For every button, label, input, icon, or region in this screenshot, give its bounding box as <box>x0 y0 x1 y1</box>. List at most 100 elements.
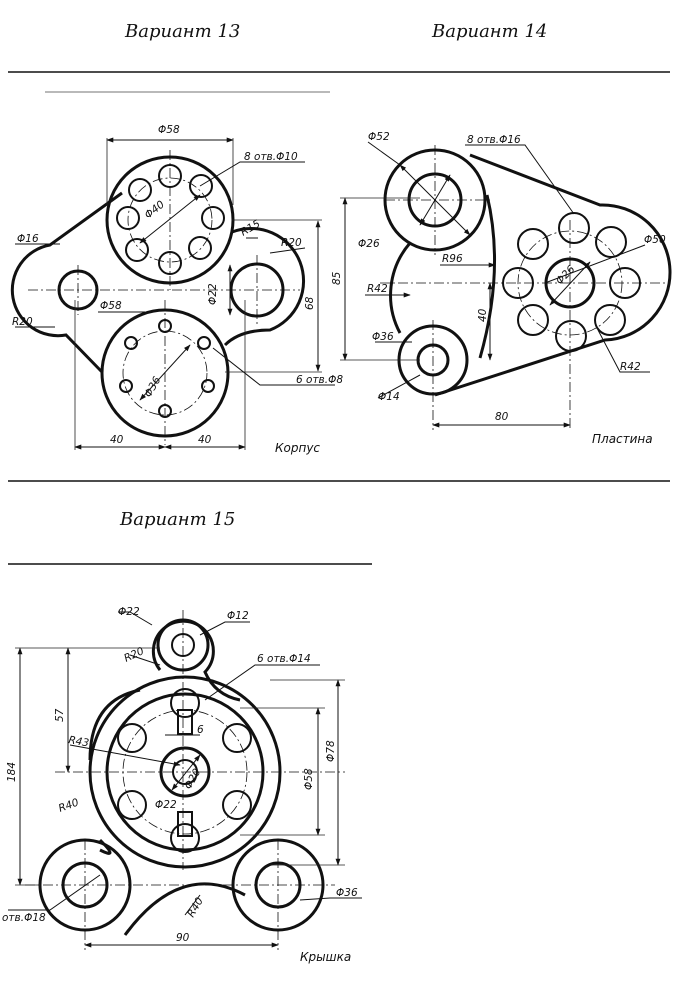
v13-leader-r20 <box>269 247 306 254</box>
v14-leader-holes16 <box>465 144 575 215</box>
v14-outline <box>434 153 672 397</box>
v15-label-d36: Φ36 <box>336 887 358 899</box>
v14-hole <box>517 228 549 260</box>
variant-14-title: Вариант 14 <box>431 21 547 42</box>
v15-slots <box>117 688 252 853</box>
v14-label-r42: R42 <box>367 283 388 295</box>
v13-hole <box>189 174 213 198</box>
v15-top-boss <box>156 618 210 672</box>
v15-slot <box>117 723 147 753</box>
v15-slot-neck <box>177 709 193 735</box>
v15-leader-holes14 <box>204 664 320 701</box>
v15-leader-d36 <box>299 897 362 901</box>
v13-hole <box>201 206 225 230</box>
v14-label-holes16: 8 отв.Φ16 <box>467 134 521 146</box>
v14-label-d50: Φ50 <box>644 234 666 246</box>
v14-dim-d26 <box>419 174 451 226</box>
variant-13-drawing: Φ58 8 отв.Φ10 Φ40 R15 R20 Φ16 Φ22 68 R20… <box>10 124 343 455</box>
v14-label-d36: Φ36 <box>372 331 394 343</box>
v13-leader-holes10 <box>199 161 305 187</box>
v14-hole <box>558 212 590 244</box>
v15-label-r40b: R40 <box>185 895 206 919</box>
v13-hole <box>158 251 182 275</box>
v15-caption: Крышка <box>300 950 351 964</box>
v14-hole <box>594 304 626 336</box>
v14-dim-d26c <box>549 261 591 306</box>
v13-label-d40: Φ40 <box>142 198 167 221</box>
v14-r96-arc <box>478 194 496 359</box>
v14-hole <box>517 304 549 336</box>
v15-label-d78: Φ78 <box>325 740 337 762</box>
v13-small-hole <box>201 379 215 393</box>
v14-label-d26c: Φ26 <box>554 263 578 287</box>
v15-slot <box>222 723 252 753</box>
v14-label-d52: Φ52 <box>368 131 390 143</box>
v13-hole <box>188 236 212 260</box>
v15-dim-d20 <box>171 754 201 791</box>
v15-leader-r40 <box>184 894 201 916</box>
v15-slot <box>222 790 252 820</box>
v15-outline <box>88 619 246 936</box>
variant-15-title: Вариант 15 <box>119 509 235 530</box>
v15-label-d22: Φ22 <box>118 606 140 618</box>
v15-label-d12: Φ12 <box>227 610 249 622</box>
v15-label-holes18: отв.Φ18 <box>2 912 46 924</box>
v13-dim-d36 <box>139 344 191 401</box>
v13-small-hole <box>124 336 138 350</box>
variant-13-title: Вариант 13 <box>124 21 240 42</box>
v15-slot <box>117 790 147 820</box>
v15-dim-r43 <box>69 744 181 767</box>
v13-label-holes8: 6 отв.Φ8 <box>296 374 343 386</box>
v14-caption: Пластина <box>592 432 653 446</box>
v15-leader-holes18 <box>8 874 101 911</box>
v15-slot <box>170 823 200 853</box>
v13-hole <box>128 178 152 202</box>
v14-label-d26: Φ26 <box>358 238 380 250</box>
v15-leader-d12 <box>199 621 250 636</box>
v15-label-holes14: 6 отв.Φ14 <box>257 653 311 665</box>
v13-label-d58b: Φ58 <box>100 300 122 312</box>
v15-leader-d22 <box>118 611 153 626</box>
v13-hole <box>125 238 149 262</box>
v14-leader-r42 <box>597 329 650 373</box>
v13-dim-d40 <box>139 194 201 244</box>
v14-label-40: 40 <box>477 308 489 322</box>
v14-leader-d14 <box>377 374 421 399</box>
v13-label-40a: 40 <box>110 434 124 446</box>
v15-label-184: 184 <box>6 762 18 782</box>
v13-top-bolt-circle <box>127 177 213 263</box>
v14-label-85: 85 <box>331 271 343 285</box>
v14-label-d14: Φ14 <box>378 391 400 403</box>
v13-label-r20r: R20 <box>281 237 302 249</box>
variant-15-drawing: Φ22 Φ12 R20 6 отв.Φ14 57 R43 6 184 Φ78 Φ… <box>2 606 362 964</box>
v15-label-90: 90 <box>176 932 190 944</box>
v13-caption: Корпус <box>275 441 320 455</box>
v14-hole <box>595 226 627 258</box>
v14-left-arc <box>389 242 412 334</box>
v14-dim-d50 <box>544 244 646 284</box>
v13-label-r15: R15 <box>239 218 263 239</box>
v13-label-40b: 40 <box>198 434 212 446</box>
v14-hole <box>555 320 587 352</box>
v15-label-57: 57 <box>54 708 66 722</box>
variant-14-drawing: Φ52 8 отв.Φ16 Φ26 R96 Φ50 85 R42 Φ26 40 … <box>331 131 672 446</box>
v15-slot-neck <box>177 811 193 837</box>
v13-label-d58: Φ58 <box>158 124 180 136</box>
v15-label-6: 6 <box>197 724 204 736</box>
v14-label-r96: R96 <box>442 253 463 265</box>
v13-small-hole <box>197 336 211 350</box>
v13-label-d16: Φ16 <box>17 233 39 245</box>
v13-outline <box>10 191 306 374</box>
v13-hole <box>116 206 140 230</box>
v15-label-r40l: R40 <box>57 796 81 814</box>
v15-slot <box>170 688 200 718</box>
v14-label-r42r: R42 <box>620 361 641 373</box>
v15-label-d20: Φ20 <box>182 766 203 791</box>
v13-label-r20l: R20 <box>12 316 33 328</box>
v14-leader-d52 <box>367 141 401 166</box>
v13-leader-holes8 <box>212 347 335 386</box>
v13-label-68: 68 <box>304 296 316 310</box>
v15-leader-r20 <box>129 654 161 666</box>
v13-bottom-bolt-circle <box>122 330 208 416</box>
